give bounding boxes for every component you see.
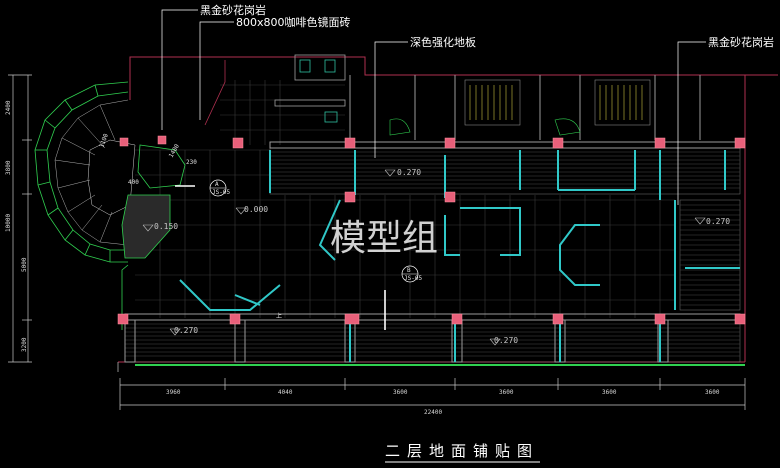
elevation-symbols: [142, 169, 706, 346]
dim-bottom-5: 3600: [602, 389, 617, 396]
marker-a-sheet: JS-05: [212, 189, 230, 196]
elevation-label-2: 0.270: [706, 217, 730, 226]
dim-note-2: 400: [128, 179, 139, 186]
elevation-label-4: 0.150: [154, 222, 178, 231]
label-granite-right: 黑金砂花岗岩: [708, 35, 774, 49]
dim-left-2: 3800: [5, 160, 12, 175]
marker-b-sheet: JS-05: [404, 275, 422, 282]
dim-left-4: 5000: [21, 257, 28, 272]
elevation-label-5: 0.270: [174, 326, 198, 335]
drawing-title: 二层地面铺贴图: [385, 442, 539, 460]
laminate-top-band: [269, 147, 741, 195]
dim-bottom-6: 3600: [705, 389, 720, 396]
elevation-label-6: 0.270: [494, 336, 518, 345]
section-marker-b: [401, 265, 419, 283]
section-marker-a: [209, 179, 227, 197]
outer-walls: [118, 56, 778, 363]
dim-note-4: 1100: [98, 132, 110, 148]
dim-bottom-4: 3600: [499, 389, 514, 396]
stair-up-label: 上: [276, 312, 282, 320]
dim-left-1: 2400: [5, 100, 12, 115]
dim-bottom-2: 4040: [278, 389, 293, 396]
columns: [117, 135, 746, 325]
elevation-label-3: 0.000: [244, 205, 268, 214]
cyan-partitions: [135, 150, 745, 366]
tile-grid: [135, 80, 675, 318]
dim-left-5: 3200: [21, 337, 28, 352]
label-laminate: 深色强化地板: [410, 35, 476, 49]
elevation-label-1: 0.270: [397, 168, 421, 177]
leader-lines: [161, 9, 706, 330]
dim-left-3: 10000: [5, 214, 12, 232]
label-granite-top: 黑金砂花岗岩: [200, 3, 266, 17]
marker-b-letter: B: [407, 267, 411, 274]
dim-bottom-1: 3960: [166, 389, 181, 396]
stairs-top: [389, 79, 651, 136]
dimension-lines: [8, 74, 746, 410]
marker-a-letter: A: [215, 181, 219, 188]
watermark-text: 模型组: [330, 218, 438, 259]
spiral-stair-treads: [54, 99, 136, 246]
dim-bottom-total: 22400: [424, 409, 442, 416]
granite-landing: [121, 144, 186, 259]
spiral-stair: [34, 81, 129, 330]
toilet-room: [204, 54, 346, 126]
laminate-bottom-band: [124, 319, 741, 363]
label-tile-spec: 800x800咖啡色镜面砖: [236, 15, 351, 29]
dim-bottom-3: 3600: [393, 389, 408, 396]
laminate-right-room: [679, 199, 741, 311]
dim-note-1: 230: [186, 159, 197, 166]
